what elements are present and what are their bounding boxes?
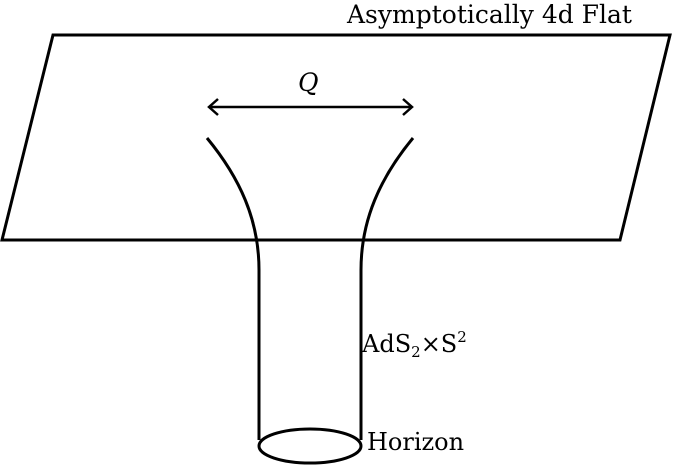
throat-left-curve <box>205 137 261 440</box>
throat-right-curve <box>359 137 415 440</box>
throat-label-sup: 2 <box>457 328 467 346</box>
horizon-ellipse <box>257 427 363 465</box>
charge-label: Q <box>298 68 319 97</box>
plane-label: Asymptotically 4d Flat <box>347 0 632 29</box>
charge-arrow <box>207 98 414 116</box>
throat-label-times: ×S <box>420 330 458 358</box>
throat-label-base: AdS <box>362 330 412 358</box>
flat-plane <box>0 33 672 242</box>
throat-label: AdS2×S2 <box>362 328 467 361</box>
horizon-label: Horizon <box>367 428 465 456</box>
throat-label-sub: 2 <box>411 343 421 361</box>
